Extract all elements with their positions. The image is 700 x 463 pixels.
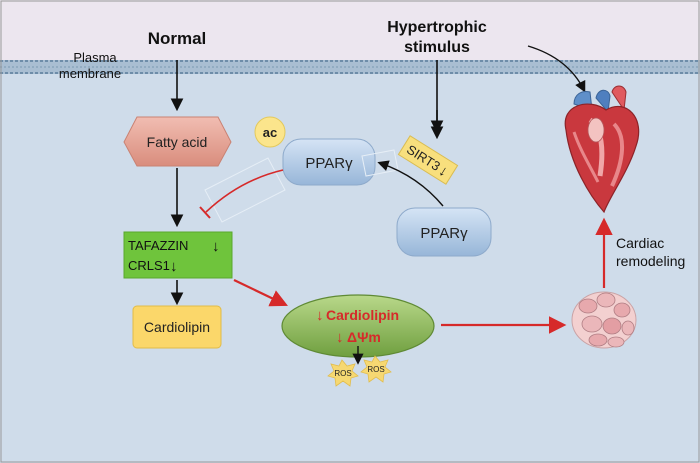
tafazzin-down-arrow: ↓ (212, 238, 220, 255)
ros-left-label: ROS (334, 369, 351, 378)
inhibition-arrow (205, 169, 284, 213)
crls1-down-arrow: ↓ (170, 258, 178, 275)
inhibition-bar (199, 206, 211, 219)
cardiolipin-down-arrow: ↓ (316, 307, 324, 324)
normal-title: Normal (148, 29, 207, 48)
enzyme-to-mitochondrion-arrow (233, 279, 288, 307)
ppar-acetylated-node: PPARγ (282, 138, 376, 186)
crls1-label: CRLS1 (128, 258, 170, 273)
acetylation-arrow (377, 160, 444, 207)
stimulus-to-heart-arrow (527, 45, 586, 93)
mito-cardiolipin-label: Cardiolipin (326, 307, 399, 323)
hypertrophic-title-line1: Hypertrophic (387, 19, 487, 36)
ros-left: ROS (327, 359, 359, 387)
acetyl-badge: ac (254, 116, 286, 148)
acetyl-label: ac (263, 125, 277, 140)
fatty-acid-node: Fatty acid (123, 116, 232, 167)
delta-psi-label: ΔΨm (347, 329, 381, 345)
hypertrophic-title-line2: stimulus (404, 39, 470, 56)
fatty-acid-label: Fatty acid (147, 134, 208, 150)
plasma-membrane-label-line2: membrane (59, 66, 121, 81)
ppar-deacetylated-node: PPARγ (396, 207, 492, 257)
heart-icon (564, 85, 640, 214)
ros-right: ROS (360, 355, 392, 383)
ros-right-label: ROS (367, 365, 384, 374)
cardiolipin-box-label: Cardiolipin (144, 319, 210, 335)
mitochondrion: ↓ Cardiolipin ↓ ΔΨm (281, 294, 435, 358)
enzyme-box: TAFAZZIN ↓ CRLS1 ↓ (123, 231, 233, 279)
plasma-membrane (0, 60, 700, 74)
plasma-membrane-label-line1: Plasma (73, 50, 117, 65)
delta-psi-down-arrow: ↓ (336, 329, 344, 346)
cardiac-remodeling-line1: Cardiac (616, 235, 664, 251)
faint-outline-left (204, 157, 286, 223)
ppar-top-label: PPARγ (305, 155, 353, 172)
cardiac-remodeling-line2: remodeling (616, 253, 685, 269)
tafazzin-label: TAFAZZIN (128, 238, 188, 253)
ppar-bottom-label: PPARγ (420, 225, 468, 242)
myocardial-tissue-icon (571, 291, 637, 349)
cardiolipin-node: Cardiolipin (132, 305, 222, 349)
